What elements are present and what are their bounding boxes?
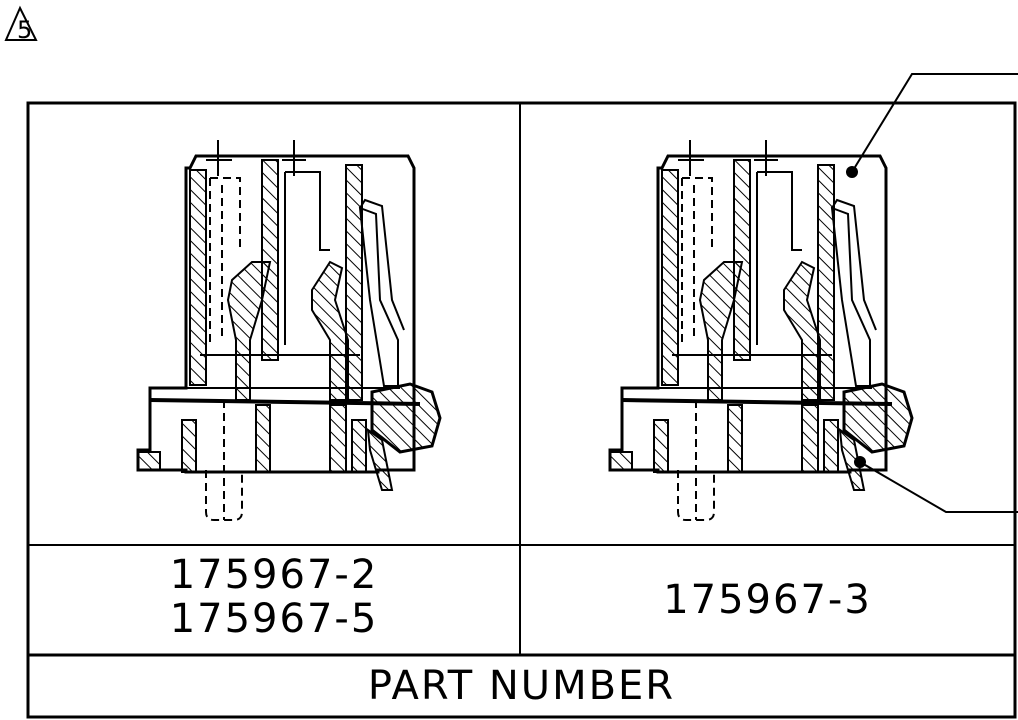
table-footer-label: PART NUMBER: [367, 663, 676, 709]
connector-section-view-right: [608, 138, 914, 522]
revision-marker: 5: [6, 6, 46, 46]
part-number-table: [26, 101, 1017, 719]
leader-upper: [846, 73, 1018, 178]
leader-dot-icon: [854, 456, 866, 468]
revision-number: 5: [17, 16, 33, 44]
part-number-line: 175967-5: [169, 596, 379, 642]
revision-triangle-icon: [4, 5, 38, 41]
part-numbers-left: 175967-2 175967-5: [28, 553, 520, 641]
leader-dot-icon: [846, 166, 858, 178]
leader-lower: [854, 456, 1018, 513]
part-number-line: 175967-3: [663, 577, 872, 623]
part-numbers-right: 175967-3: [520, 578, 1015, 622]
part-number-line: 175967-2: [169, 552, 379, 598]
connector-section-view-left: [136, 138, 442, 522]
